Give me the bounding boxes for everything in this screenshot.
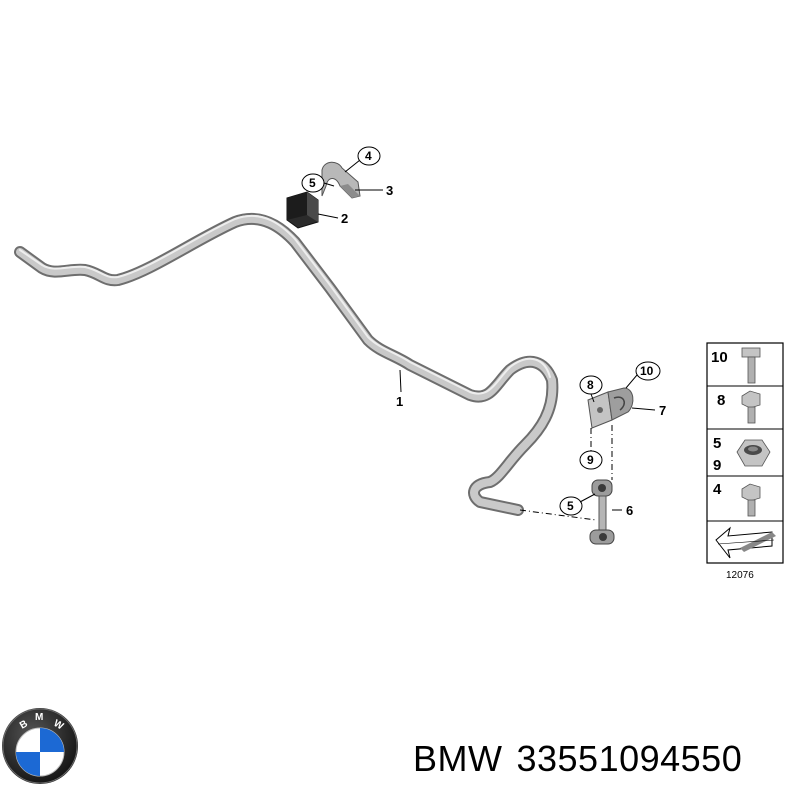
flange-bolt-icon [741, 483, 761, 517]
fastener-legend: 10 8 5 9 4 12076 [706, 342, 784, 581]
callout-8-bracket: 8 [579, 375, 603, 403]
legend-label-4: 4 [713, 481, 722, 498]
svg-text:B: B [18, 718, 30, 731]
assembly-lines [519, 425, 613, 521]
caption-brand: BMW [413, 738, 503, 779]
part-3-label: 3 [386, 183, 393, 198]
callout-4-clamp: 4 [344, 146, 381, 173]
part-7-label: 7 [659, 403, 666, 418]
legend-reference: 12076 [726, 570, 754, 581]
svg-text:5: 5 [309, 176, 316, 190]
svg-text:10: 10 [640, 364, 654, 378]
part-7-leader [631, 407, 656, 411]
legend-label-8: 8 [717, 392, 725, 409]
legend-label-5: 5 [713, 435, 721, 452]
hex-nut-icon [736, 439, 771, 467]
caption-part-number: 33551094550 [516, 738, 743, 779]
flange-bolt-icon [741, 390, 761, 424]
bmw-logo: B M W [2, 708, 78, 784]
part-caption: BMW 33551094550 [413, 738, 756, 780]
part-1-label: 1 [396, 394, 403, 409]
legend-label-10: 10 [711, 349, 728, 366]
part-1-leader [399, 369, 402, 393]
callout-9-bracket: 9 [579, 450, 603, 470]
svg-text:9: 9 [587, 453, 594, 467]
callout-5-clamp: 5 [301, 173, 335, 193]
stabilizer-clamp [321, 161, 361, 199]
legend-label-9: 9 [713, 457, 721, 474]
svg-text:M: M [35, 712, 43, 723]
callout-5-link: 5 [559, 493, 596, 516]
part-2-label: 2 [341, 211, 348, 226]
svg-text:4: 4 [365, 149, 372, 163]
stabilizer-bar [14, 212, 559, 516]
direction-arrow-icon [715, 526, 776, 559]
part-2-leader [317, 213, 339, 219]
hex-bolt-icon [741, 347, 761, 384]
callout-10-bracket: 10 [625, 361, 661, 389]
part-6-label: 6 [626, 503, 633, 518]
rubber-mounting [286, 191, 319, 229]
stabilizer-link [589, 479, 615, 545]
svg-text:5: 5 [567, 499, 574, 513]
svg-text:8: 8 [587, 378, 594, 392]
